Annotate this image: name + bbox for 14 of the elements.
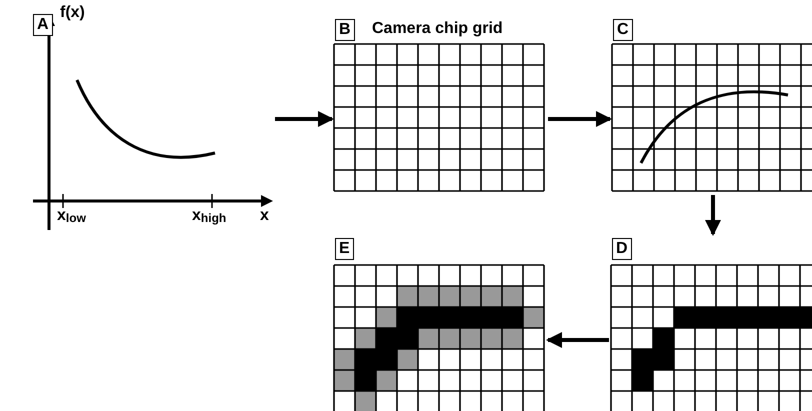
- panel-letter: E: [335, 238, 354, 260]
- arrow: [546, 332, 609, 348]
- arrow: [548, 111, 612, 127]
- axis-label: f(x): [60, 4, 85, 22]
- panel-letter: A: [33, 14, 53, 36]
- tick-label: x$_{high}$: [192, 207, 226, 225]
- panel-title: Camera chip grid: [372, 19, 503, 39]
- panel-letter: B: [335, 19, 355, 41]
- tick-label: x$_{low}$: [57, 207, 86, 225]
- arrow: [275, 111, 334, 127]
- axis-label: x: [260, 207, 269, 225]
- panel-letter: C: [613, 19, 633, 41]
- panel-letter: D: [612, 238, 632, 260]
- arrow: [705, 195, 721, 236]
